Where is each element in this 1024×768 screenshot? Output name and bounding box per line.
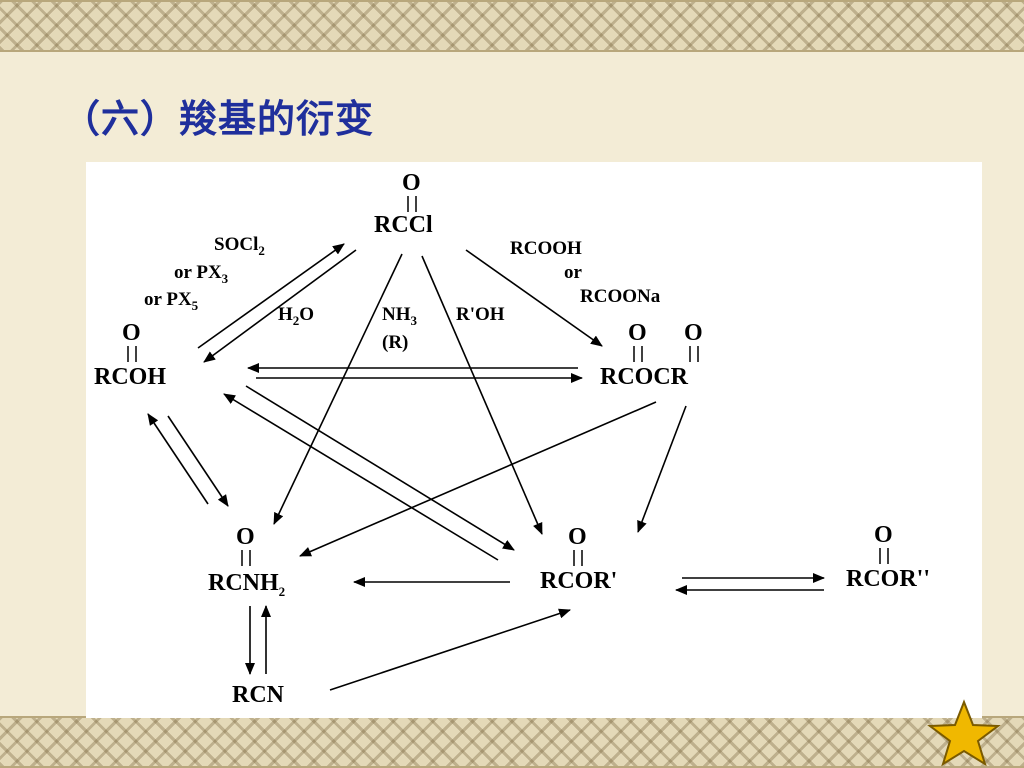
arrow-acyl-chloride-to-anhydride [465,249,603,347]
compound-ester: O RCOR' [540,524,617,594]
compound-carboxylic-acid: O RCOH [94,320,166,390]
acyl-chloride-formula: RCCl [374,212,433,238]
arrow-acid-to-amide [167,415,229,507]
amide-formula: RCNH2 [208,570,285,599]
anhydride-oxygen-2: O [684,320,703,346]
arrow-acid-to-ester [245,385,515,551]
arrow-ester-to-acid [223,393,499,561]
carboxylic-acid-oxygen: O [122,320,141,346]
anhydride-formula: RCOCR [600,364,689,390]
reagent-water: H2O [278,304,314,328]
slide-title: （六）羧基的衍变 [62,97,375,141]
arrow-amide-to-acid [147,413,209,505]
reagent-phosphorus-trihalide: or PX3 [174,262,229,286]
compound-anhydride: O O RCOCR [600,320,703,390]
reaction-diagram: O RCCl O RCOH O O RCOCR O RCNH2 O RCOR' … [94,170,930,708]
arrow-acid-to-acyl-chloride [197,243,345,349]
reagent-sodium-carboxylate: RCOONa [580,286,661,307]
bottom-decorative-border [0,716,1024,768]
star-icon[interactable] [920,696,1004,768]
carboxylic-acid-formula: RCOH [94,364,166,390]
arrow-acyl-chloride-to-ester [421,255,543,535]
compound-acyl-chloride: O RCCl [374,170,433,238]
ester2-formula: RCOR'' [846,566,930,592]
reagent-or: or [564,262,583,283]
ester-oxygen: O [568,524,587,550]
compound-amide: O RCNH2 [208,524,285,599]
ester2-oxygen: O [874,522,893,548]
reagent-ammonia-amine: (R) [382,332,408,353]
star-shape [927,699,1001,767]
reaction-diagram-panel: O RCCl O RCOH O O RCOCR O RCNH2 O RCOR' … [86,162,982,718]
arrow-nitrile-to-ester [329,608,571,691]
reagent-alcohol: R'OH [456,304,505,325]
arrow-acyl-chloride-to-acid [203,249,357,363]
anhydride-oxygen-1: O [628,320,647,346]
reagent-ammonia: NH3 [382,304,418,328]
reagent-phosphorus-pentahalide: or PX5 [144,289,199,313]
reagent-carboxylic-acid: RCOOH [510,238,582,259]
top-decorative-border [0,0,1024,52]
arrow-anhydride-to-ester [637,405,687,533]
ester-formula: RCOR' [540,568,617,594]
arrow-acyl-chloride-to-amide [273,253,403,525]
amide-oxygen: O [236,524,255,550]
arrow-anhydride-to-amide [299,401,657,557]
compound-ester-2: O RCOR'' [846,522,930,592]
acyl-chloride-oxygen: O [402,170,421,196]
reagent-thionyl-chloride: SOCl2 [214,234,265,258]
compound-nitrile: RCN [232,682,285,708]
